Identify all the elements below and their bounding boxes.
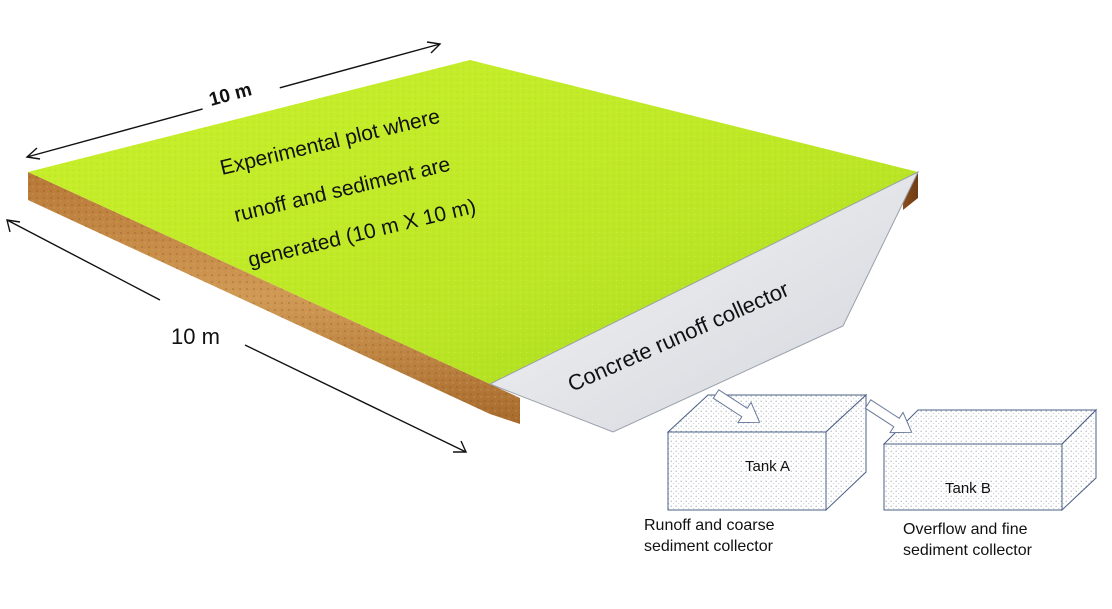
tank-a-label: Tank A — [745, 458, 790, 475]
top-dimension-gap — [197, 69, 283, 119]
plot-grass-top — [28, 60, 918, 384]
side-arrowhead-bottom — [453, 440, 468, 453]
top-arrowhead-right — [426, 41, 442, 54]
tank-b-side — [1061, 408, 1097, 512]
top-arrowhead-left — [25, 147, 41, 160]
side-dimension-arrow-upper — [6, 219, 161, 301]
tank-b-caption-line2: sediment collector — [903, 542, 1033, 559]
flow-arrow-collector-to-tank-a — [712, 389, 761, 424]
tank-b-caption-line1: Overflow and fine — [903, 521, 1028, 538]
side-arrowhead-top — [6, 219, 21, 233]
grass-texture — [28, 60, 918, 384]
tank-b-top — [882, 409, 1098, 445]
tank-b-front — [883, 443, 1063, 511]
tank-a-caption-line1: Runoff and coarse — [644, 517, 775, 534]
tank-a-caption-line2: sediment collector — [644, 538, 774, 555]
side-dimension-label: 10 m — [171, 324, 220, 349]
side-dimension-arrow-lower — [244, 344, 467, 453]
collector-body — [488, 170, 920, 433]
flow-arrow-tank-a-to-tank-b — [864, 399, 913, 434]
tank-a: Tank A Runoff and coarse sediment collec… — [644, 393, 868, 555]
side-dimension: 10 m — [6, 219, 468, 453]
tank-a-side — [825, 393, 867, 512]
tank-b: Tank B Overflow and fine sediment collec… — [882, 408, 1098, 559]
soil-front-texture — [28, 172, 520, 424]
top-dimension: 10 m — [25, 41, 442, 160]
tank-b-label: Tank B — [945, 480, 991, 497]
flow-arrows — [712, 389, 913, 434]
